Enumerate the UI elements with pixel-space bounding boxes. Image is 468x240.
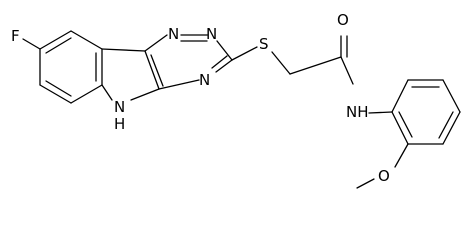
c-f-bond: [22, 38, 41, 50]
side-chain: [231, 35, 393, 114]
methoxy-oxygen-label: O: [378, 167, 390, 185]
carbonyl-oxygen-label: O: [337, 11, 349, 29]
sulfur-label: S: [259, 35, 269, 53]
o-methyl-bond: [356, 178, 375, 189]
triazine-nitrogen-label: N: [206, 25, 217, 43]
fluorine-label: F: [11, 27, 20, 45]
triazine-nitrogen-label: N: [199, 71, 210, 89]
chemical-structure: F S O N N N N H NH O: [11, 11, 461, 189]
pyrrole-ring: [101, 48, 164, 101]
amide-nh-label: NH: [346, 103, 369, 121]
methoxyphenyl-ring: [391, 79, 461, 145]
indole-nitrogen-label: N: [114, 98, 125, 116]
c-o-methoxy-bond: [394, 143, 409, 168]
benzene-ring-left: [39, 30, 103, 104]
indole-hydrogen-label: H: [114, 115, 125, 133]
triazine-ring: [144, 34, 233, 90]
triazine-nitrogen-label: N: [168, 25, 179, 43]
